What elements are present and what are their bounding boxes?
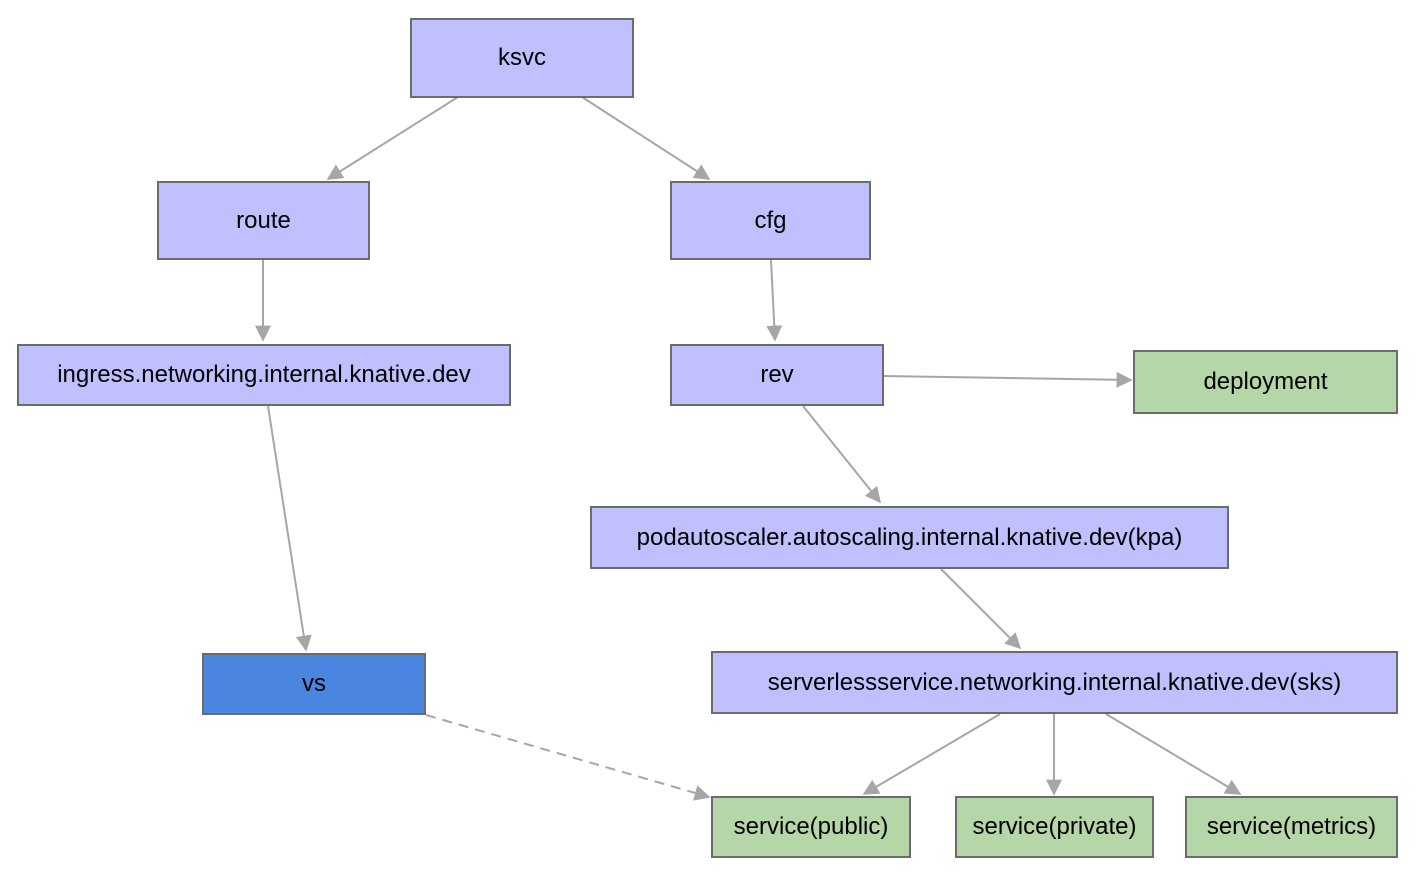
edge-ksvc-to-route — [326, 96, 459, 180]
node-sks-label: serverlessservice.networking.internal.kn… — [767, 668, 1342, 696]
node-kpa-label: podautoscaler.autoscaling.internal.knati… — [636, 523, 1183, 551]
node-sks[interactable]: serverlessservice.networking.internal.kn… — [711, 651, 1398, 714]
edge-vs-to-service-public — [425, 714, 711, 801]
node-ingress-label: ingress.networking.internal.knative.dev — [57, 361, 471, 388]
edge-cfg-to-rev — [766, 259, 783, 342]
node-route-label: route — [236, 206, 291, 234]
edge-rev-to-deployment — [883, 371, 1133, 388]
node-rev[interactable]: rev — [670, 344, 884, 406]
edge-rev-to-kpa — [802, 405, 882, 504]
node-vs-label: vs — [302, 670, 326, 697]
node-vs[interactable]: vs — [202, 653, 426, 715]
node-service-private[interactable]: service(private) — [955, 796, 1154, 858]
edge-kpa-to-sks — [940, 568, 1022, 650]
node-route[interactable]: route — [157, 181, 370, 260]
edge-sks-to-service-public — [862, 713, 1001, 795]
node-rev-label: rev — [760, 361, 794, 388]
node-service-metrics-label: service(metrics) — [1206, 813, 1377, 840]
node-service-private-label: service(private) — [972, 813, 1137, 840]
edge-sks-to-service-metrics — [1105, 713, 1242, 795]
node-service-metrics[interactable]: service(metrics) — [1185, 796, 1398, 858]
node-service-public-label: service(public) — [733, 813, 889, 840]
edge-ingress-to-vs — [267, 405, 312, 652]
node-cfg-label: cfg — [754, 206, 787, 234]
node-ksvc-label: ksvc — [498, 44, 546, 71]
edge-ksvc-to-cfg — [581, 96, 711, 180]
node-kpa[interactable]: podautoscaler.autoscaling.internal.knati… — [590, 506, 1229, 569]
node-deployment[interactable]: deployment — [1133, 350, 1398, 414]
node-cfg[interactable]: cfg — [670, 181, 871, 260]
node-ingress[interactable]: ingress.networking.internal.knative.dev — [17, 344, 511, 406]
node-service-public[interactable]: service(public) — [711, 796, 911, 858]
node-deployment-label: deployment — [1203, 368, 1328, 395]
node-ksvc[interactable]: ksvc — [410, 18, 634, 98]
